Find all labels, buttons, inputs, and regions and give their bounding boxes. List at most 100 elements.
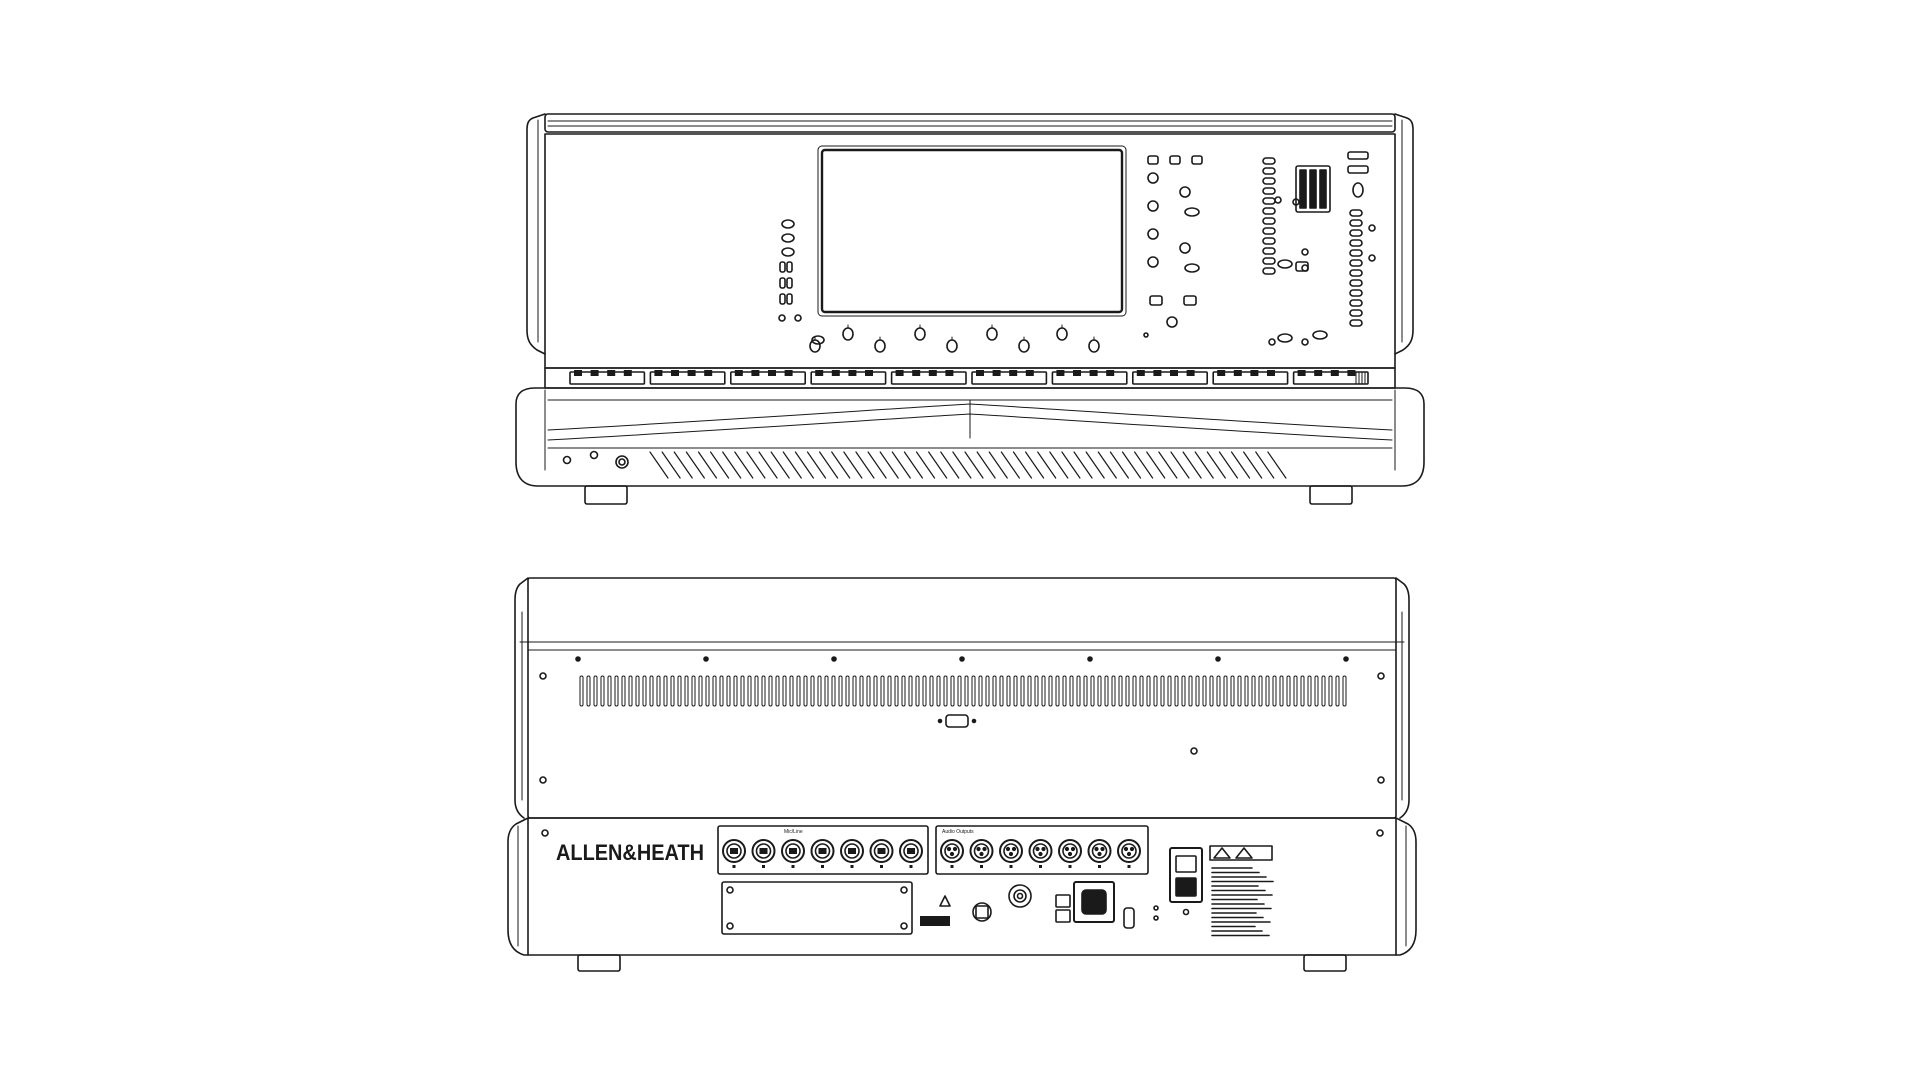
- vent-slot: [988, 451, 1008, 479]
- encoder-knob: [986, 327, 998, 341]
- vent-slot: [1255, 451, 1275, 479]
- vent-slot: [1090, 675, 1095, 707]
- fader-cap: [623, 370, 632, 376]
- vent-slot: [1209, 675, 1214, 707]
- vent-slot: [726, 675, 731, 707]
- xlr-inner: [944, 843, 960, 859]
- headphone-socket: [615, 455, 629, 469]
- vent-slot: [1230, 675, 1235, 707]
- xlr-connector: [1087, 839, 1112, 863]
- vent-slot: [684, 675, 689, 707]
- vent-slot: [1037, 451, 1057, 479]
- vent-slot: [685, 451, 705, 479]
- touch-screen: [820, 148, 1124, 314]
- vent-slot: [964, 451, 984, 479]
- vent-slot: [1020, 675, 1025, 707]
- vent-slot: [719, 675, 724, 707]
- vent-slot: [1335, 675, 1340, 707]
- rear-compliance-text: [1211, 867, 1274, 937]
- front-left-cheek: [526, 113, 546, 355]
- strip-button: [1262, 227, 1276, 235]
- xlr-index: [1127, 865, 1131, 868]
- fader-strips: [569, 370, 1369, 385]
- vent-slot: [1206, 451, 1226, 479]
- xlr-latch: [848, 848, 856, 854]
- rear-screws: [539, 656, 1385, 784]
- fader-cap: [1073, 370, 1081, 376]
- xlr-connector: [722, 839, 746, 863]
- vent-slot: [1048, 675, 1053, 707]
- fader-cap: [976, 370, 984, 376]
- front-jack-1: [562, 455, 572, 465]
- strip-button: [1349, 289, 1363, 297]
- vent-slot: [929, 675, 934, 707]
- vent-slot: [1300, 675, 1305, 707]
- xlr-index: [950, 865, 954, 868]
- output-group-label: Audio Outputs: [942, 829, 974, 835]
- vent-slot: [1230, 451, 1251, 479]
- vent-slot: [789, 675, 794, 707]
- vent-slot: [661, 451, 681, 479]
- fader-cap: [912, 370, 921, 376]
- vent-slot: [649, 451, 669, 479]
- vent-slot: [1218, 451, 1239, 479]
- fader-cap: [590, 370, 599, 376]
- vent-slot: [1073, 451, 1093, 479]
- strip-button: [1349, 219, 1363, 227]
- fader-cap: [1233, 370, 1242, 376]
- strip-button: [1349, 319, 1363, 327]
- vent-slot: [880, 675, 885, 707]
- xlr-inner: [973, 843, 990, 859]
- ethercon-port: [972, 902, 992, 922]
- front-left-controls: [778, 219, 802, 322]
- screw: [539, 776, 547, 784]
- vent-slot: [1307, 675, 1312, 707]
- vent-slot: [1132, 675, 1137, 707]
- vent-slot: [1097, 675, 1102, 707]
- nav-key: [1277, 259, 1293, 269]
- xlr-pin: [1041, 846, 1046, 852]
- xlr-inner: [1062, 843, 1078, 859]
- screw: [831, 656, 837, 662]
- vent-slot: [1104, 675, 1109, 707]
- fader-cap: [734, 370, 743, 376]
- vent-slot: [1049, 451, 1069, 479]
- xlr-connector: [751, 839, 776, 863]
- front-vent-slots: [649, 451, 1287, 479]
- vent-slot: [621, 675, 626, 707]
- indicator-led: [1301, 248, 1309, 256]
- vent-slot: [746, 451, 766, 479]
- vent-slot: [903, 451, 924, 479]
- vent-slot: [867, 451, 887, 479]
- vent-slot: [1170, 451, 1190, 479]
- console-rear-view: ALLEN&HEATH Mic/Line Audio Outputs: [507, 577, 1417, 972]
- front-button-columns: [1262, 157, 1376, 346]
- fader-cap: [865, 370, 873, 376]
- xlr-pin: [982, 846, 987, 852]
- xlr-pin: [952, 846, 958, 852]
- xlr-pin: [946, 846, 952, 852]
- vent-slot: [656, 675, 661, 707]
- vent-slot: [855, 451, 875, 479]
- xlr-index: [850, 865, 854, 868]
- vent-slot: [901, 675, 906, 707]
- vent-slot: [873, 675, 878, 707]
- vent-slot: [1041, 675, 1046, 707]
- xlr-index: [980, 865, 983, 868]
- xlr-inner: [903, 843, 919, 859]
- xlr-pin: [1126, 851, 1132, 857]
- strip-button: [1262, 187, 1276, 195]
- vent-slot: [1272, 675, 1277, 707]
- fader-cap: [704, 370, 713, 376]
- vent-slot: [747, 675, 752, 707]
- fader-cap: [687, 370, 696, 376]
- fader-strip: [1212, 371, 1289, 385]
- rear-foot-right: [1303, 954, 1347, 972]
- xlr-connector: [969, 839, 994, 863]
- indicator-led: [1268, 338, 1276, 346]
- vent-slot: [722, 451, 742, 479]
- vent-slot: [1027, 675, 1032, 707]
- fader-cap: [1025, 370, 1034, 376]
- strip-button: [1262, 177, 1276, 185]
- strip-button: [1349, 279, 1363, 287]
